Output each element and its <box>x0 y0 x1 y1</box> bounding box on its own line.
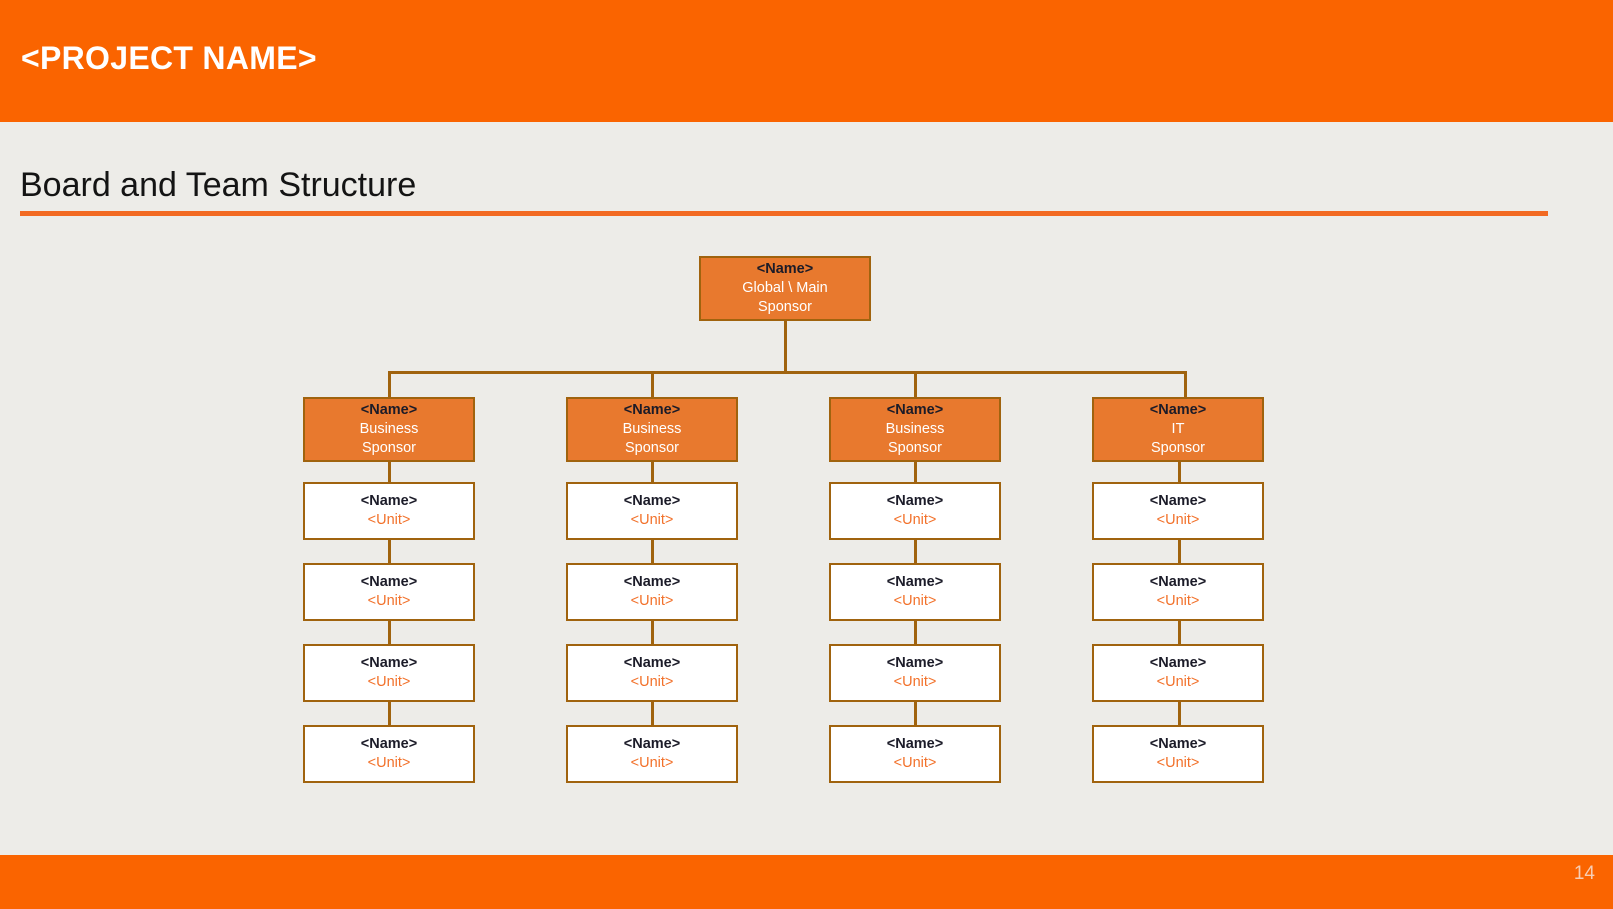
org-node-unit-4-1[interactable]: <Name> <Unit> <box>1092 482 1264 540</box>
org-node-unit-3-2[interactable]: <Name> <Unit> <box>829 563 1001 621</box>
node-name: <Name> <box>623 492 681 509</box>
connector-drop-col-2 <box>651 371 654 398</box>
node-name: <Name> <box>886 654 944 671</box>
node-unit: <Unit> <box>367 755 411 771</box>
node-unit: <Unit> <box>630 593 674 609</box>
org-node-unit-2-4[interactable]: <Name> <Unit> <box>566 725 738 783</box>
node-name: <Name> <box>1149 573 1207 590</box>
node-unit: <Unit> <box>893 674 937 690</box>
org-node-unit-3-1[interactable]: <Name> <Unit> <box>829 482 1001 540</box>
node-role-line1: IT <box>1171 420 1185 437</box>
org-node-unit-3-3[interactable]: <Name> <Unit> <box>829 644 1001 702</box>
connector-distribution-bar <box>388 371 1187 374</box>
connector-drop-col-3 <box>914 371 917 398</box>
node-unit: <Unit> <box>367 512 411 528</box>
connector-col-1-seg-4 <box>388 702 391 725</box>
connector-col-4-seg-1 <box>1178 462 1181 482</box>
node-name: <Name> <box>1149 654 1207 671</box>
node-name: <Name> <box>623 573 681 590</box>
connector-col-4-seg-4 <box>1178 702 1181 725</box>
org-node-unit-3-4[interactable]: <Name> <Unit> <box>829 725 1001 783</box>
node-name: <Name> <box>1149 492 1207 509</box>
node-role-line1: Business <box>885 420 945 437</box>
node-unit: <Unit> <box>367 593 411 609</box>
node-name: <Name> <box>623 735 681 752</box>
connector-col-1-seg-1 <box>388 462 391 482</box>
node-unit: <Unit> <box>367 674 411 690</box>
connector-col-2-seg-1 <box>651 462 654 482</box>
org-node-unit-4-2[interactable]: <Name> <Unit> <box>1092 563 1264 621</box>
page-number: 14 <box>1573 863 1595 884</box>
org-node-unit-1-1[interactable]: <Name> <Unit> <box>303 482 475 540</box>
node-unit: <Unit> <box>630 512 674 528</box>
connector-col-3-seg-4 <box>914 702 917 725</box>
node-name: <Name> <box>360 401 418 418</box>
node-name: <Name> <box>886 401 944 418</box>
org-node-unit-2-2[interactable]: <Name> <Unit> <box>566 563 738 621</box>
connector-col-3-seg-1 <box>914 462 917 482</box>
node-role-line1: Business <box>622 420 682 437</box>
connector-col-3-seg-3 <box>914 621 917 644</box>
node-unit: <Unit> <box>893 755 937 771</box>
node-role-line2: Sponsor <box>1150 440 1205 457</box>
connector-col-4-seg-2 <box>1178 540 1181 563</box>
node-name: <Name> <box>886 573 944 590</box>
connector-col-4-seg-3 <box>1178 621 1181 644</box>
node-role-line2: Sponsor <box>624 440 679 457</box>
node-unit: <Unit> <box>1156 512 1200 528</box>
node-name: <Name> <box>886 492 944 509</box>
org-node-unit-1-4[interactable]: <Name> <Unit> <box>303 725 475 783</box>
org-node-sponsor-2[interactable]: <Name> Business Sponsor <box>566 397 738 462</box>
connector-col-2-seg-4 <box>651 702 654 725</box>
node-name: <Name> <box>623 654 681 671</box>
node-role-line1: Business <box>359 420 419 437</box>
connector-col-2-seg-3 <box>651 621 654 644</box>
node-name: <Name> <box>1149 735 1207 752</box>
node-unit: <Unit> <box>893 512 937 528</box>
connector-col-1-seg-2 <box>388 540 391 563</box>
node-name: <Name> <box>623 401 681 418</box>
connector-root-stem <box>784 321 787 374</box>
org-node-sponsor-4[interactable]: <Name> IT Sponsor <box>1092 397 1264 462</box>
org-node-unit-2-3[interactable]: <Name> <Unit> <box>566 644 738 702</box>
title-underline-rule <box>20 211 1548 216</box>
node-name: <Name> <box>756 260 814 277</box>
connector-col-1-seg-3 <box>388 621 391 644</box>
slide-heading: Board and Team Structure <box>20 166 417 204</box>
header-bar <box>0 0 1613 122</box>
footer-bar <box>0 855 1613 909</box>
node-role-line2: Sponsor <box>757 299 812 316</box>
org-node-unit-4-3[interactable]: <Name> <Unit> <box>1092 644 1264 702</box>
org-node-sponsor-1[interactable]: <Name> Business Sponsor <box>303 397 475 462</box>
node-unit: <Unit> <box>630 674 674 690</box>
node-name: <Name> <box>1149 401 1207 418</box>
org-node-unit-1-3[interactable]: <Name> <Unit> <box>303 644 475 702</box>
node-name: <Name> <box>360 654 418 671</box>
connector-col-3-seg-2 <box>914 540 917 563</box>
node-unit: <Unit> <box>1156 755 1200 771</box>
node-unit: <Unit> <box>1156 674 1200 690</box>
node-name: <Name> <box>360 573 418 590</box>
node-name: <Name> <box>360 492 418 509</box>
org-node-unit-2-1[interactable]: <Name> <Unit> <box>566 482 738 540</box>
node-role-line1: Global \ Main <box>742 279 828 296</box>
node-role-line2: Sponsor <box>361 440 416 457</box>
node-name: <Name> <box>886 735 944 752</box>
org-node-unit-4-4[interactable]: <Name> <Unit> <box>1092 725 1264 783</box>
node-unit: <Unit> <box>893 593 937 609</box>
org-node-sponsor-3[interactable]: <Name> Business Sponsor <box>829 397 1001 462</box>
node-unit: <Unit> <box>1156 593 1200 609</box>
node-unit: <Unit> <box>630 755 674 771</box>
org-node-unit-1-2[interactable]: <Name> <Unit> <box>303 563 475 621</box>
node-role-line2: Sponsor <box>887 440 942 457</box>
connector-col-2-seg-2 <box>651 540 654 563</box>
connector-drop-col-1 <box>388 371 391 398</box>
node-name: <Name> <box>360 735 418 752</box>
page-title: <PROJECT NAME> <box>21 40 317 76</box>
connector-drop-col-4 <box>1184 371 1187 398</box>
org-node-root[interactable]: <Name> Global \ Main Sponsor <box>699 256 871 321</box>
